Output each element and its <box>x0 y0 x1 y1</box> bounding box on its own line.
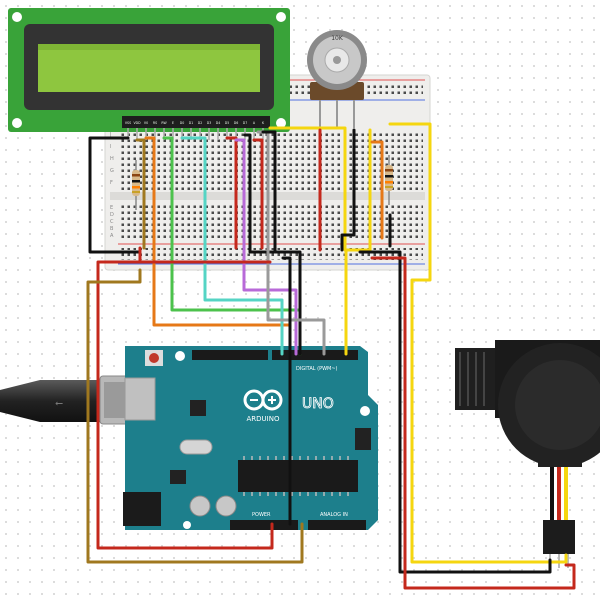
lcd-display: VSS VDD V0 RS RW E D0 D1 D2 D3 D4 D5 D6 … <box>8 8 290 140</box>
wire-yellow-sensor <box>388 122 568 564</box>
arduino-analog-label: ANALOG IN <box>320 512 348 518</box>
lcd-pin-label: D5 <box>225 121 229 125</box>
wire-yellow-right <box>344 128 372 356</box>
arduino-digital-label: DIGITAL (PWM~) <box>296 366 338 372</box>
pot-value-label: 10K <box>331 35 344 42</box>
lcd-pin-label: RS <box>153 121 157 125</box>
wire-red-lcd <box>225 136 238 250</box>
arduino-power-label: POWER <box>252 512 271 518</box>
wire-black-sensor <box>358 250 552 574</box>
breadboard-row-labels: J I H G F E D C B A <box>109 132 114 239</box>
resistor-right <box>385 155 393 205</box>
row-label: E <box>110 205 113 211</box>
lcd-pin-label: E <box>172 121 174 125</box>
lcd-pin-label: K <box>262 121 265 125</box>
row-label: I <box>110 144 111 150</box>
wire-black-lcd-k <box>261 130 277 254</box>
wire-orange-right <box>370 140 384 240</box>
lcd-pin-label: D2 <box>198 121 202 125</box>
lcd-pin-label: RW <box>161 121 167 125</box>
lcd-pin-label: V0 <box>144 121 148 125</box>
arduino-uno: ARDUINO UNO DIGITAL (PWM~) ANALOG IN POW… <box>123 346 378 530</box>
row-label: D <box>110 212 114 218</box>
wire-black-lcd-d5 <box>243 133 302 356</box>
row-label: J <box>109 132 111 138</box>
flow-sensor <box>455 340 600 568</box>
wire-black-pot <box>340 128 356 252</box>
wire-purple-lcd-d4 <box>234 138 298 356</box>
wires <box>86 122 576 590</box>
wire-black-lcd-gnd <box>88 136 142 254</box>
wire-red-lcd-a <box>252 138 264 250</box>
row-label: C <box>110 219 114 225</box>
wire-cyan-lcd-e <box>180 136 284 356</box>
usb-cable: ⭠ <box>0 375 137 425</box>
lcd-pin-label: VSS <box>125 121 131 125</box>
wire-red-sensor <box>370 256 576 590</box>
wire-red-5v <box>96 260 274 550</box>
lcd-pin-label: VDD <box>133 121 141 125</box>
arduino-logo <box>243 389 283 411</box>
row-label: F <box>110 180 113 186</box>
wire-brown-lcd <box>135 138 146 250</box>
row-label: H <box>110 156 114 162</box>
lcd-pin-label: D1 <box>189 121 193 125</box>
row-label: A <box>110 233 114 239</box>
wire-black-gnd <box>281 256 292 526</box>
lcd-pin-label: D3 <box>207 121 211 125</box>
lcd-pin-label: D7 <box>243 121 247 125</box>
usb-symbol-icon: ⭠ <box>55 398 63 409</box>
lcd-pin-label: A <box>253 121 256 125</box>
resistor-left <box>132 160 140 210</box>
row-label: G <box>110 168 114 174</box>
lcd-pin-label: D6 <box>234 121 238 125</box>
wire-yellow-lcd-d7 <box>268 126 347 252</box>
lcd-pin-label: D4 <box>216 121 220 125</box>
row-label: B <box>110 226 114 232</box>
arduino-model-label: UNO <box>302 396 334 412</box>
wire-brown-gnd <box>86 268 304 564</box>
lcd-pin-label: D0 <box>180 121 184 125</box>
potentiometer: 10K <box>307 30 367 128</box>
lcd-pin-labels: VSS VDD V0 RS RW E D0 D1 D2 D3 D4 D5 D6 … <box>125 121 265 125</box>
arduino-brand-label: ARDUINO <box>247 415 280 423</box>
